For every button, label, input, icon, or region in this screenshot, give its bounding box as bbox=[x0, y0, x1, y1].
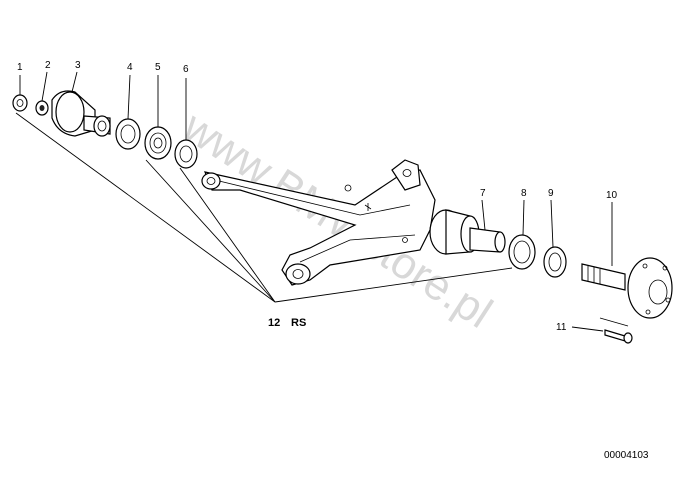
part-4-seal bbox=[115, 118, 141, 150]
callout-2: 2 bbox=[45, 60, 51, 71]
callout-7: 7 bbox=[480, 188, 486, 199]
callout-4: 4 bbox=[127, 62, 133, 73]
trailing-arm bbox=[201, 159, 506, 286]
callout-10: 10 bbox=[606, 190, 618, 201]
part-2-washer bbox=[35, 100, 49, 116]
callout-labels: 1 2 3 4 5 6 7 8 9 10 11 12 RS 00004103 bbox=[17, 60, 649, 461]
part-5-bearing bbox=[144, 126, 172, 160]
callout-6: 6 bbox=[183, 64, 189, 75]
callout-5: 5 bbox=[155, 62, 161, 73]
callout-12-suffix: RS bbox=[291, 317, 306, 329]
part-3-drive-flange bbox=[51, 90, 111, 137]
callout-11: 11 bbox=[556, 322, 567, 333]
part-9-seal bbox=[543, 246, 567, 278]
part-6-seal bbox=[174, 139, 198, 169]
part-10-output-shaft bbox=[581, 257, 673, 319]
callout-12: 12 bbox=[268, 317, 280, 329]
callout-8: 8 bbox=[521, 188, 527, 199]
part-1-nut bbox=[12, 94, 28, 112]
leader-lines bbox=[15, 71, 613, 332]
part-8-bearing bbox=[508, 234, 536, 270]
callout-1: 1 bbox=[17, 62, 23, 73]
callout-9: 9 bbox=[548, 188, 554, 199]
diagram-id: 00004103 bbox=[604, 450, 649, 461]
part-11-bolt bbox=[599, 317, 633, 344]
callout-3: 3 bbox=[75, 60, 81, 71]
